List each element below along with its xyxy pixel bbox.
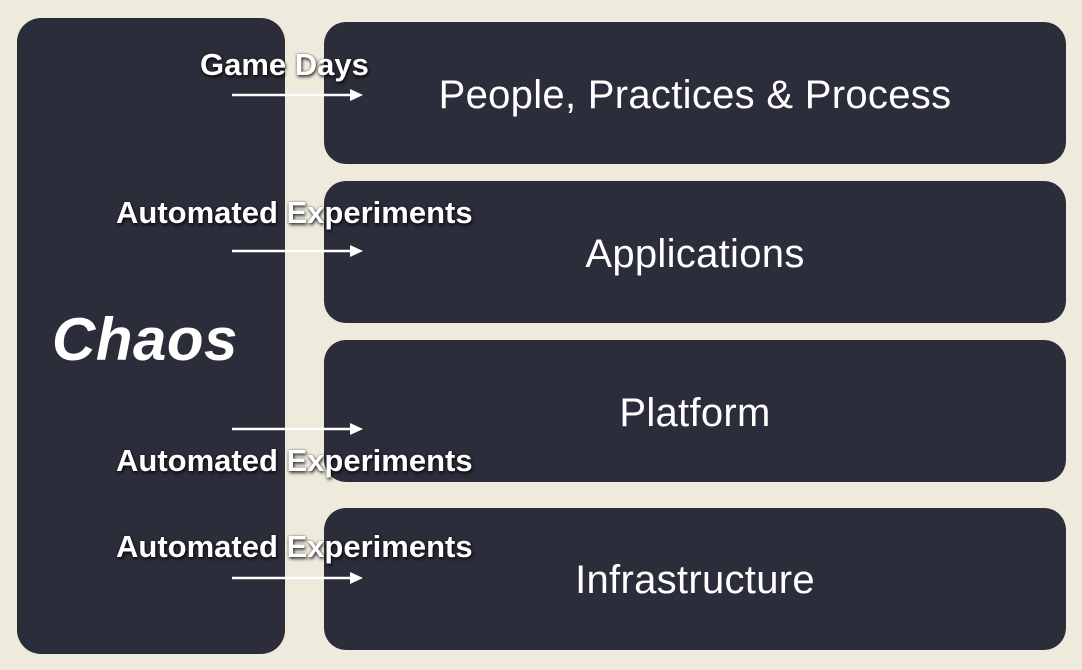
chaos-pillar bbox=[17, 18, 285, 654]
arrow-label-automated-experiments-platform: Automated Experiments bbox=[116, 443, 473, 478]
layer-applications bbox=[324, 181, 1066, 323]
arrow-label-game-days: Game Days bbox=[200, 47, 369, 82]
arrow-label-automated-experiments-applications: Automated Experiments bbox=[116, 195, 473, 230]
chaos-title: Chaos bbox=[52, 306, 238, 373]
arrow-right-icon bbox=[232, 245, 363, 257]
layer-label-infrastructure: Infrastructure bbox=[575, 558, 815, 602]
layer-infrastructure bbox=[324, 508, 1066, 650]
arrow-right-icon bbox=[232, 572, 363, 584]
layer-label-platform: Platform bbox=[619, 391, 771, 435]
arrow-label-automated-experiments-infrastructure: Automated Experiments bbox=[116, 529, 473, 564]
arrow-automated-experiments-applications bbox=[232, 244, 364, 258]
layer-platform bbox=[324, 340, 1066, 482]
arrow-automated-experiments-infrastructure bbox=[232, 571, 364, 585]
layer-people-practices-process bbox=[324, 22, 1066, 164]
arrow-game-days bbox=[232, 88, 364, 102]
arrow-automated-experiments-platform bbox=[232, 422, 364, 436]
layer-label-people-practices-process: People, Practices & Process bbox=[438, 73, 952, 117]
arrow-right-icon bbox=[232, 423, 363, 435]
arrow-right-icon bbox=[232, 89, 363, 101]
layer-label-applications: Applications bbox=[585, 232, 805, 276]
